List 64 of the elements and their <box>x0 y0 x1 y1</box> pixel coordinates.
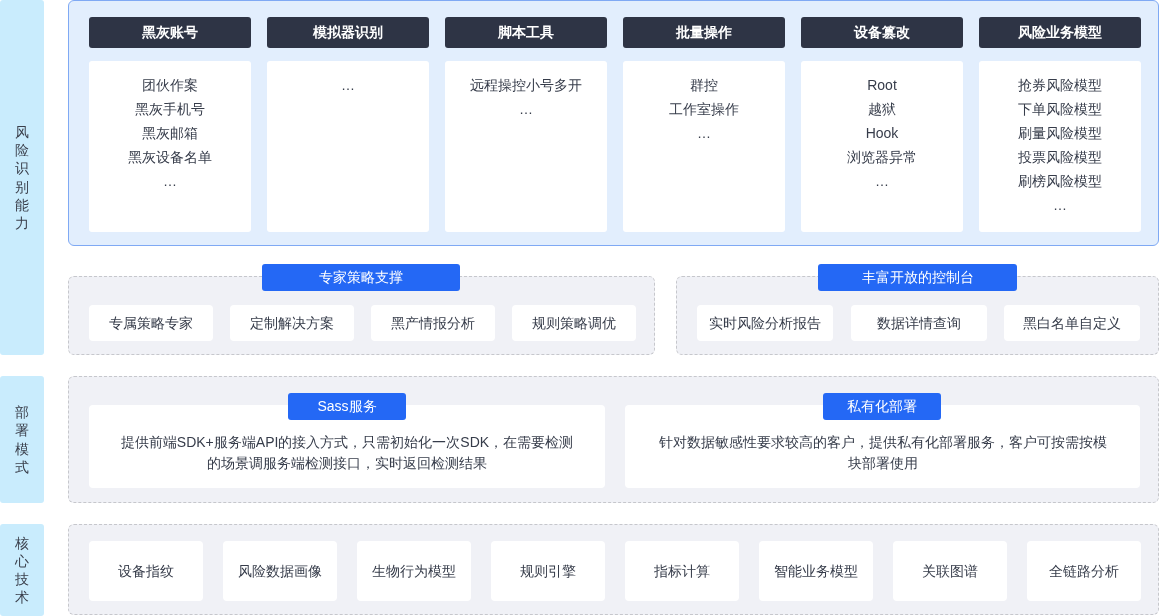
list-item: 群控 <box>690 76 718 95</box>
list-item: … <box>519 100 533 119</box>
list-item: Hook <box>865 124 899 143</box>
list-item: 团伙作案 <box>142 76 198 95</box>
tech-card: 指标计算 <box>625 541 739 601</box>
list-item: 抢券风险模型 <box>1018 76 1102 95</box>
section-tab: 专家策略支撑 <box>262 264 460 291</box>
feature-tag: 定制解决方案 <box>230 305 354 341</box>
list-item: 刷量风险模型 <box>1018 124 1102 143</box>
section-tab: 私有化部署 <box>823 393 941 420</box>
tech-card: 生物行为模型 <box>357 541 471 601</box>
list-item: 下单风险模型 <box>1018 100 1102 119</box>
feature-tag: 黑白名单自定义 <box>1004 305 1140 341</box>
tech-card: 关联图谱 <box>893 541 1007 601</box>
category-header: 风险业务模型 <box>979 17 1141 48</box>
item-list-card <box>623 61 785 232</box>
list-item: 越狱 <box>868 100 896 119</box>
feature-tag: 专属策略专家 <box>89 305 213 341</box>
category-header: 模拟器识别 <box>267 17 429 48</box>
section-label: 部署模式 <box>15 403 29 476</box>
category-header: 脚本工具 <box>445 17 607 48</box>
capability-panel <box>68 0 1159 246</box>
feature-tag: 数据详情查询 <box>850 305 987 341</box>
item-list-card <box>979 61 1141 232</box>
list-item: … <box>163 172 177 191</box>
section-sidebar <box>0 376 44 503</box>
list-item: Root <box>867 76 897 95</box>
item-list-card <box>801 61 963 232</box>
list-item: 投票风险模型 <box>1018 148 1102 167</box>
tech-card: 智能业务模型 <box>759 541 873 601</box>
dashed-panel <box>68 524 1159 615</box>
item-list-card <box>445 61 607 232</box>
feature-tag: 实时风险分析报告 <box>697 305 833 341</box>
section-tab: 丰富开放的控制台 <box>818 264 1017 291</box>
list-item: … <box>1053 196 1067 215</box>
list-item: 工作室操作 <box>669 100 739 119</box>
item-list-card <box>267 61 429 232</box>
list-item: … <box>875 172 889 191</box>
section-label: 风险识别能力 <box>15 122 29 233</box>
list-item: 浏览器异常 <box>847 148 917 167</box>
list-item: 远程操控小号多开 <box>470 76 582 95</box>
category-header: 设备篡改 <box>801 17 963 48</box>
list-item: 黑灰设备名单 <box>128 148 212 167</box>
category-header: 批量操作 <box>623 17 785 48</box>
list-item: 刷榜风险模型 <box>1018 172 1102 191</box>
section-sidebar <box>0 524 44 616</box>
list-item: … <box>697 124 711 143</box>
item-list-card <box>89 61 251 232</box>
list-item: … <box>341 76 355 95</box>
section-sidebar <box>0 0 44 355</box>
category-header: 黑灰账号 <box>89 17 251 48</box>
description-text: 提供前端SDK+服务端API的接入方式，只需初始化一次SDK，在需要检测的场景调服务端检测接口，实时返回检测结果 <box>119 433 575 473</box>
tech-card: 规则引擎 <box>491 541 605 601</box>
tech-card: 风险数据画像 <box>223 541 337 601</box>
tech-card: 设备指纹 <box>89 541 203 601</box>
dashed-panel <box>68 376 1159 503</box>
section-label: 核心技术 <box>15 533 29 607</box>
list-item: 黑灰手机号 <box>135 100 205 119</box>
feature-tag: 黑产情报分析 <box>371 305 495 341</box>
feature-tag: 规则策略调优 <box>512 305 636 341</box>
section-tab: Sass服务 <box>288 393 406 420</box>
list-item: 黑灰邮箱 <box>142 124 198 143</box>
description-text: 针对数据敏感性要求较高的客户，提供私有化部署服务，客户可按需按模块部署使用 <box>657 433 1108 473</box>
tech-card: 全链路分析 <box>1027 541 1141 601</box>
